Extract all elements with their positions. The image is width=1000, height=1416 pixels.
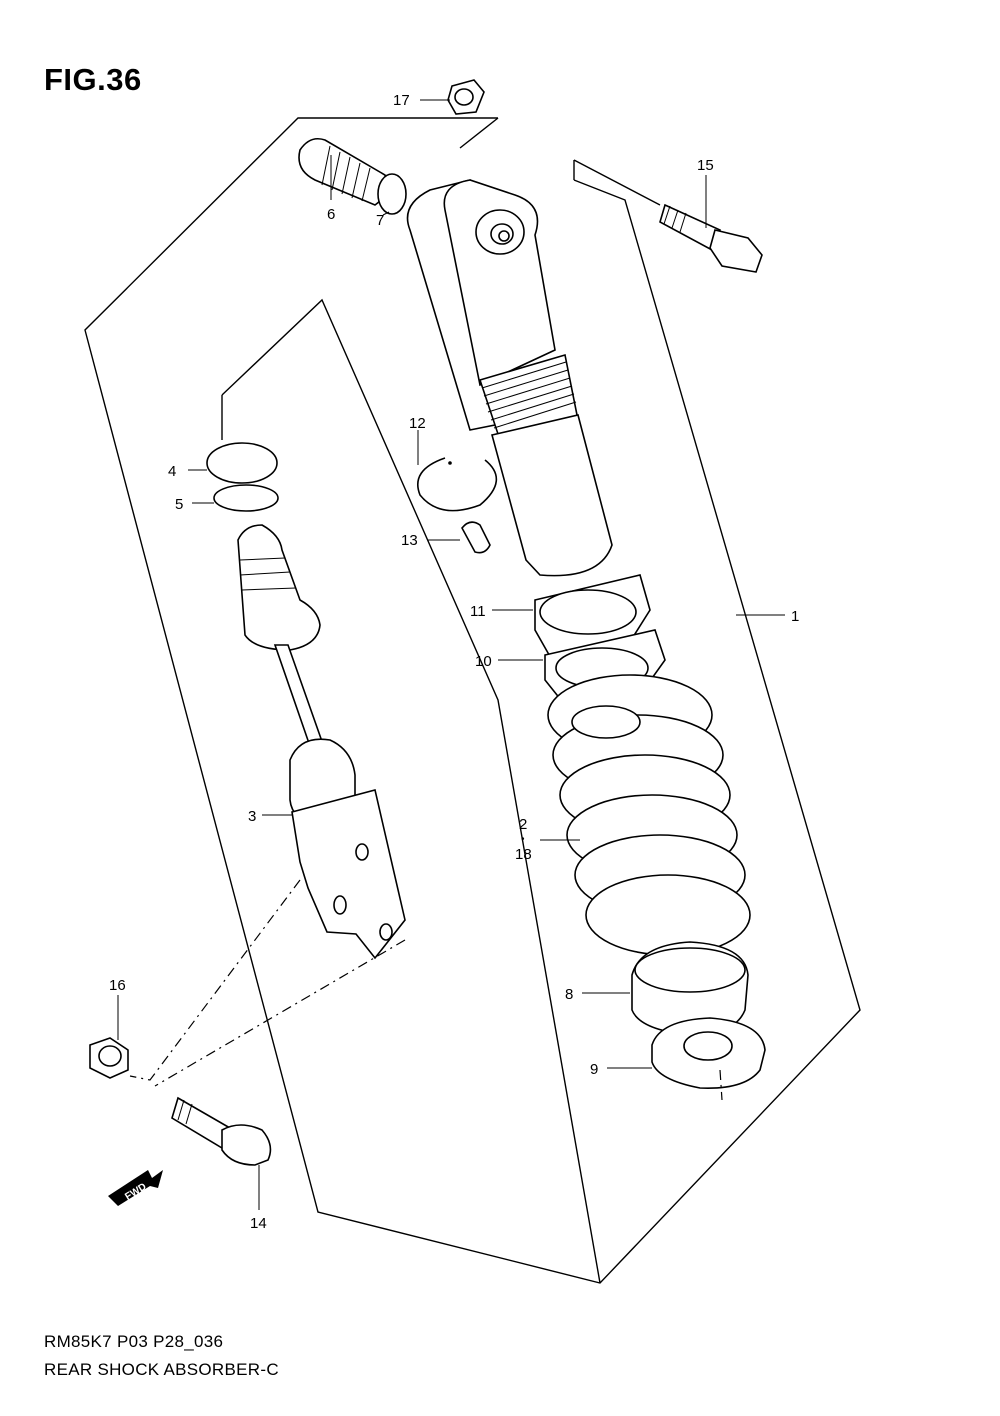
callout-18: 18	[515, 846, 532, 863]
ring-part[interactable]	[377, 173, 407, 215]
spring-part[interactable]	[547, 674, 751, 956]
nut-part-17[interactable]	[447, 79, 485, 115]
shock-body-part[interactable]	[406, 179, 613, 577]
callout-1: 1	[791, 608, 799, 625]
callout-16: 16	[109, 977, 126, 994]
model-code: RM85K7 P03 P28_036	[44, 1332, 224, 1351]
callout-5: 5	[175, 496, 183, 513]
callout-6: 6	[327, 206, 335, 223]
circlip-part[interactable]	[417, 457, 498, 512]
callout-3: 3	[248, 808, 256, 825]
callout-10: 10	[475, 653, 492, 670]
figure-title: FIG.36	[44, 62, 142, 97]
ring-part-5[interactable]	[213, 484, 279, 512]
valve-cap-part[interactable]	[461, 521, 491, 554]
seat-part[interactable]	[651, 1017, 766, 1089]
assembly-frame	[84, 117, 861, 1284]
bumper-boot-part[interactable]	[298, 137, 388, 206]
callout-13: 13	[401, 532, 418, 549]
bolt-part-15[interactable]	[659, 203, 763, 273]
ring-part-4[interactable]	[206, 442, 278, 484]
callout-8: 8	[565, 986, 573, 1003]
callout-2-dot: •	[521, 834, 525, 845]
callout-4: 4	[168, 463, 176, 480]
callout-15: 15	[697, 157, 714, 174]
figure-name: REAR SHOCK ABSORBER-C	[44, 1360, 279, 1379]
bolt-part-14[interactable]	[171, 1096, 272, 1166]
alignment-line-lower	[129, 879, 301, 1081]
leader-lines	[117, 99, 785, 1210]
piston-rod-part[interactable]	[237, 524, 406, 960]
nut-part-16[interactable]	[89, 1037, 129, 1079]
callout-17: 17	[393, 92, 410, 109]
forward-arrow-icon: FWD	[108, 1170, 163, 1206]
callout-9: 9	[590, 1061, 598, 1078]
spring-guide-part[interactable]	[631, 941, 749, 1036]
callout-14: 14	[250, 1215, 267, 1232]
callout-2: 2	[519, 816, 527, 833]
rod-subframe	[221, 298, 601, 1284]
callout-12: 12	[409, 415, 426, 432]
callout-11: 11	[470, 603, 486, 620]
callout-7: 7	[376, 212, 384, 229]
